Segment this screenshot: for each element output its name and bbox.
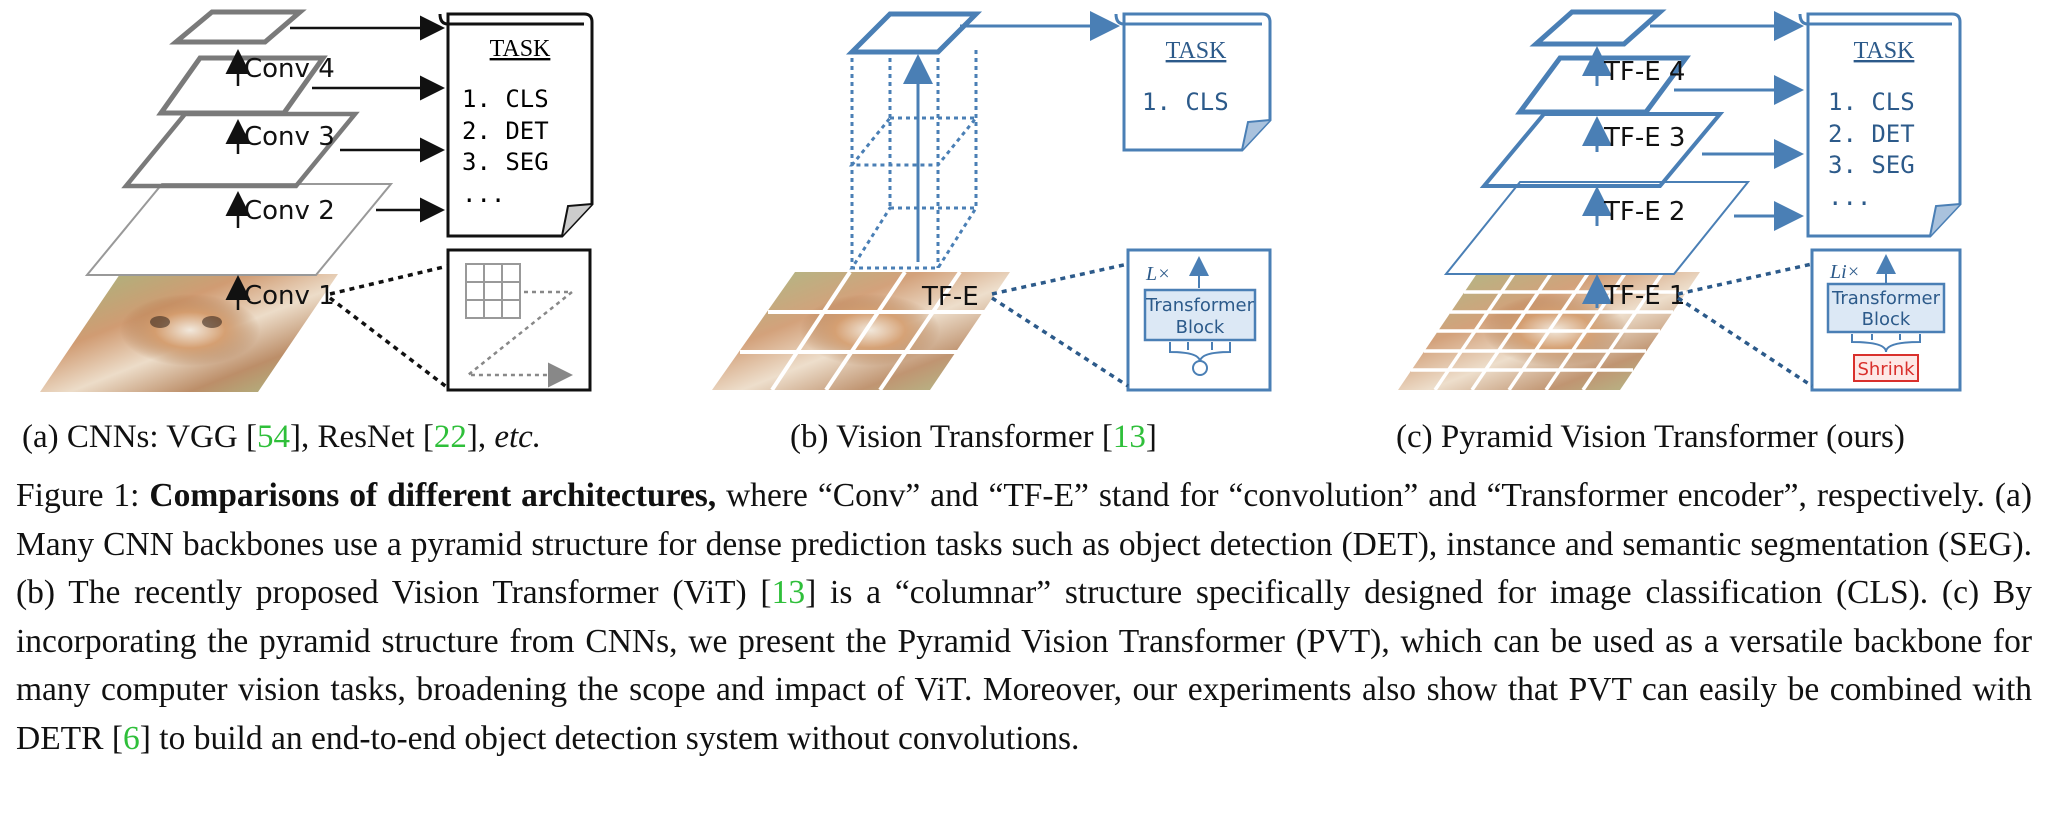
citation-link[interactable]: 54 [256,419,290,455]
tfe4-plane [1515,55,1691,115]
caption-text: ], ResNet [ [289,419,434,455]
architecture-figure: Conv 1 Conv 2 Conv 3 Conv 4 TASK 1. CLS … [40,9,1962,392]
svg-text:Transformer: Transformer [1145,295,1255,316]
subcaption-c: (c) Pyramid Vision Transformer (ours) [1396,419,1905,456]
figure-label: Figure 1: [16,477,150,514]
pvt-detail-box: Li× Transformer Block Shrink [1677,248,1962,392]
input-image-patches [712,270,1010,392]
task-item: 3. SEG [1828,151,1915,179]
task-title: TASK [1166,38,1227,64]
layer-label: TF-E 2 [1603,197,1685,227]
citation-link[interactable]: 13 [771,574,806,611]
subcaption-b: (b) Vision Transformer [13] [790,419,1157,456]
caption-text: (c) Pyramid Vision Transformer (ours) [1396,419,1905,455]
tfe3-plane [1479,112,1725,188]
caption-text: ] [1145,419,1157,455]
shrink-block [1853,354,1919,382]
task-title: TASK [1854,38,1915,64]
input-image-patches [1398,271,1700,391]
task-item: 2. DET [462,117,549,145]
caption-text: ] to build an end-to-end object detectio… [139,719,1080,757]
task-item: 1. CLS [1142,88,1229,116]
task-item: ... [1828,183,1871,211]
task-document: TASK 1. CLS 2. DET 3. SEG ... [438,12,594,238]
layer-label: Conv 2 [244,196,335,226]
svg-text:Li×: Li× [1829,261,1860,283]
conv2-plane [84,183,394,276]
panel-c: TF-E 1 TF-E 2 TF-E 3 TF-E 4 TASK 1. CLS … [1398,9,1962,392]
layer-label: TF-E 3 [1603,123,1685,153]
caption-text: (b) Vision Transformer [ [790,419,1113,455]
task-item: ... [462,180,505,208]
task-document: TASK 1. CLS [1114,12,1272,152]
layer-label: Conv 4 [244,54,335,84]
top-plane [845,11,983,55]
svg-text:Transformer: Transformer [1831,288,1941,309]
subcaption-a: (a) CNNs: VGG [54], ResNet [22], etc. [22,419,541,456]
task-item: 1. CLS [1828,88,1915,116]
caption-text: ] is a “columnar” structure specifically… [16,574,2032,757]
figure-caption: Figure 1: Comparisons of different archi… [16,472,2032,763]
top-plane [169,9,307,45]
svg-text:Block: Block [1862,309,1911,330]
input-image [40,274,338,392]
top-plane [1529,9,1667,47]
panel-a: Conv 1 Conv 2 Conv 3 Conv 4 TASK 1. CLS … [40,9,594,392]
citation-link[interactable]: 22 [433,419,467,455]
svg-text:L×: L× [1145,263,1171,285]
caption-title: Comparisons of different architectures, [149,477,717,514]
conv-detail-box [328,248,592,392]
layer-label: TF-E 1 [1603,281,1685,311]
citation-link[interactable]: 13 [1112,419,1146,455]
panel-b: TF-E TASK 1. CLS L× Transformer Block [712,11,1272,392]
task-item: 1. CLS [462,85,549,113]
conv3-plane [121,111,360,189]
transformer-detail-box: L× Transformer Block [991,248,1272,392]
layer-label: TF-E [921,282,979,312]
tfe2-plane [1443,181,1751,275]
layer-label: TF-E 4 [1603,57,1685,87]
caption-text: where “Conv” and “TF-E” stand for “convo… [16,477,2032,611]
layer-label: Conv 1 [244,281,335,311]
caption-text: ], [466,419,495,455]
caption-text: etc. [494,419,542,455]
svg-text:Block: Block [1176,317,1225,338]
task-item: 2. DET [1828,120,1915,148]
shrink-label: Shrink [1857,359,1915,380]
layer-label: Conv 3 [244,122,335,152]
conv4-plane [156,55,328,116]
task-item: 3. SEG [462,148,549,176]
task-title: TASK [490,36,551,62]
caption-text: (a) CNNs: VGG [ [22,419,257,455]
citation-link[interactable]: 6 [123,719,140,757]
task-document: TASK 1. CLS 2. DET 3. SEG ... [1798,12,1962,238]
